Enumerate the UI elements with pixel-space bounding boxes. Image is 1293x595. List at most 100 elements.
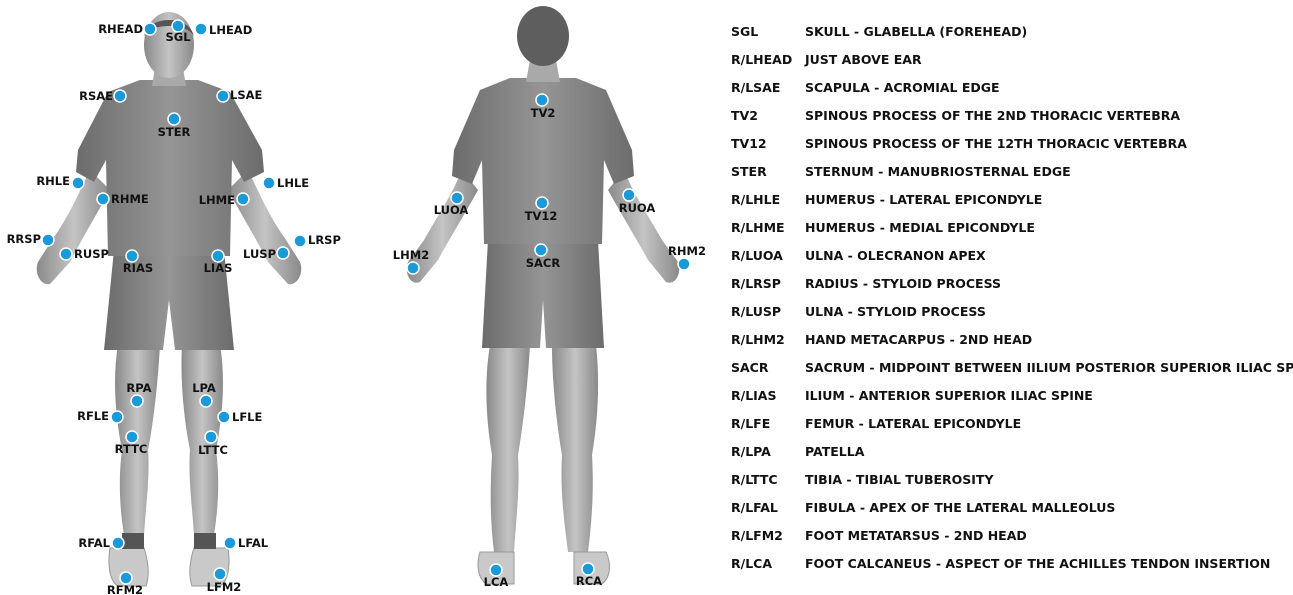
marker-label-rttc: RTTC bbox=[115, 442, 148, 456]
legend-description: RADIUS - STYLOID PROCESS bbox=[805, 276, 1001, 291]
marker-dot-rsae bbox=[114, 90, 126, 102]
legend-description: STERNUM - MANUBRIOSTERNAL EDGE bbox=[805, 164, 1071, 179]
legend-row: STER STERNUM - MANUBRIOSTERNAL EDGE bbox=[731, 164, 1291, 184]
legend-description: FOOT CALCANEUS - ASPECT OF THE ACHILLES … bbox=[805, 556, 1270, 571]
legend-code: R/LFE bbox=[731, 416, 770, 431]
marker-label-lfle: LFLE bbox=[232, 410, 263, 424]
legend-row: SGLSKULL - GLABELLA (FOREHEAD) bbox=[731, 24, 1291, 44]
legend-code: SACR bbox=[731, 360, 768, 375]
marker-dot-lsae bbox=[217, 90, 229, 102]
legend-description: ILIUM - ANTERIOR SUPERIOR ILIAC SPINE bbox=[805, 388, 1093, 403]
legend-description: SCAPULA - ACROMIAL EDGE bbox=[805, 80, 1000, 95]
legend-description: FIBULA - APEX OF THE LATERAL MALLEOLUS bbox=[805, 500, 1115, 515]
legend-code: STER bbox=[731, 164, 767, 179]
legend-row: TV12 SPINOUS PROCESS OF THE 12TH THORACIC… bbox=[731, 136, 1291, 156]
legend-code: R/LHME bbox=[731, 220, 785, 235]
marker-dot-ster bbox=[168, 113, 180, 125]
marker-label-ruoa: RUOA bbox=[619, 201, 656, 215]
legend-row: R/LFAL FIBULA - APEX OF THE LATERAL MALLE… bbox=[731, 500, 1291, 520]
marker-label-rusp: RUSP bbox=[74, 247, 109, 261]
marker-dot-lhead bbox=[195, 23, 207, 35]
legend-description: FEMUR - LATERAL EPICONDYLE bbox=[805, 416, 1021, 431]
legend-row: R/LHLE HUMERUS - LATERAL EPICONDYLE bbox=[731, 192, 1291, 212]
legend-code: R/LTTC bbox=[731, 472, 778, 487]
marker-label-rsae: RSAE bbox=[79, 89, 113, 103]
marker-label-sacr: SACR bbox=[526, 256, 561, 270]
marker-label-lias: LIAS bbox=[204, 261, 233, 275]
marker-dot-rhead bbox=[144, 23, 156, 35]
marker-label-tv12: TV12 bbox=[525, 209, 558, 223]
legend-code: R/LHLE bbox=[731, 192, 780, 207]
legend-code: R/LFAL bbox=[731, 500, 778, 515]
marker-dot-rfle bbox=[111, 411, 123, 423]
legend-row: SACR SACRUM - MIDPOINT BETWEEN IILIUM POS… bbox=[731, 360, 1291, 380]
legend-code: R/LFM2 bbox=[731, 528, 783, 543]
legend-code: R/LRSP bbox=[731, 276, 781, 291]
legend-row: R/LPA PATELLA bbox=[731, 444, 1291, 464]
legend-row: R/LHEAD JUST ABOVE EAR bbox=[731, 52, 1291, 72]
marker-label-sgl: SGL bbox=[165, 30, 191, 44]
marker-dot-lfal bbox=[224, 537, 236, 549]
legend-code: TV2 bbox=[731, 108, 758, 123]
marker-label-rias: RIAS bbox=[123, 261, 153, 275]
marker-label-tv2: TV2 bbox=[531, 106, 556, 120]
marker-label-lusp: LUSP bbox=[243, 247, 276, 261]
marker-label-lttc: LTTC bbox=[198, 443, 228, 457]
legend-description: SACRUM - MIDPOINT BETWEEN IILIUM POSTERI… bbox=[805, 360, 1293, 375]
legend-description: HAND METACARPUS - 2ND HEAD bbox=[805, 332, 1032, 347]
marker-dot-lhle bbox=[263, 177, 275, 189]
marker-label-lfm2: LFM2 bbox=[207, 580, 242, 594]
legend-code: R/LPA bbox=[731, 444, 771, 459]
legend-description: HUMERUS - LATERAL EPICONDYLE bbox=[805, 192, 1042, 207]
legend-description: PATELLA bbox=[805, 444, 864, 459]
marker-label-lsae: LSAE bbox=[230, 88, 263, 102]
legend-description: FOOT METATARSUS - 2ND HEAD bbox=[805, 528, 1027, 543]
marker-dot-lhme bbox=[237, 193, 249, 205]
legend-row: R/LUSP ULNA - STYLOID PROCESS bbox=[731, 304, 1291, 324]
marker-label-lfal: LFAL bbox=[238, 536, 269, 550]
legend-code: R/LUSP bbox=[731, 304, 781, 319]
legend-row: R/LSAE SCAPULA - ACROMIAL EDGE bbox=[731, 80, 1291, 100]
marker-label-rfal: RFAL bbox=[78, 536, 110, 550]
legend-code: TV12 bbox=[731, 136, 767, 151]
marker-label-rfle: RFLE bbox=[77, 409, 109, 423]
legend-row: R/LCA FOOT CALCANEUS - ASPECT OF THE ACHI… bbox=[731, 556, 1291, 576]
marker-label-luoa: LUOA bbox=[434, 203, 469, 217]
marker-label-lrsp: LRSP bbox=[308, 233, 341, 247]
marker-dot-ruoa bbox=[623, 189, 635, 201]
legend-description: TIBIA - TIBIAL TUBEROSITY bbox=[805, 472, 994, 487]
legend-description: SPINOUS PROCESS OF THE 12TH THORACIC VER… bbox=[805, 136, 1187, 151]
marker-dot-rfal bbox=[112, 537, 124, 549]
marker-dot-rrsp bbox=[42, 234, 54, 246]
legend-row: R/LRSP RADIUS - STYLOID PROCESS bbox=[731, 276, 1291, 296]
marker-label-rpa: RPA bbox=[126, 381, 151, 395]
marker-dot-lusp bbox=[277, 247, 289, 259]
marker-label-lpa: LPA bbox=[192, 381, 216, 395]
legend-description: SPINOUS PROCESS OF THE 2ND THORACIC VERT… bbox=[805, 108, 1180, 123]
marker-dot-lhm2 bbox=[407, 262, 419, 274]
marker-dot-tv2 bbox=[536, 94, 548, 106]
legend-description: SKULL - GLABELLA (FOREHEAD) bbox=[805, 24, 1027, 39]
marker-dot-lpa bbox=[200, 395, 212, 407]
marker-label-rca: RCA bbox=[576, 574, 602, 588]
back-body-figure bbox=[407, 6, 680, 584]
legend-description: JUST ABOVE EAR bbox=[805, 52, 922, 67]
marker-label-rrsp: RRSP bbox=[7, 232, 41, 246]
legend-description: ULNA - STYLOID PROCESS bbox=[805, 304, 986, 319]
marker-label-rhle: RHLE bbox=[36, 174, 70, 188]
marker-label-lca: LCA bbox=[484, 575, 509, 589]
marker-dot-rhm2 bbox=[678, 258, 690, 270]
legend-row: R/LFE FEMUR - LATERAL EPICONDYLE bbox=[731, 416, 1291, 436]
legend-code: R/LCA bbox=[731, 556, 772, 571]
legend-code: R/LSAE bbox=[731, 80, 780, 95]
legend-code: R/LHEAD bbox=[731, 52, 792, 67]
marker-label-rfm2: RFM2 bbox=[107, 583, 143, 595]
marker-dot-lfm2 bbox=[214, 568, 226, 580]
marker-dot-lrsp bbox=[294, 235, 306, 247]
marker-dot-rhme bbox=[97, 193, 109, 205]
